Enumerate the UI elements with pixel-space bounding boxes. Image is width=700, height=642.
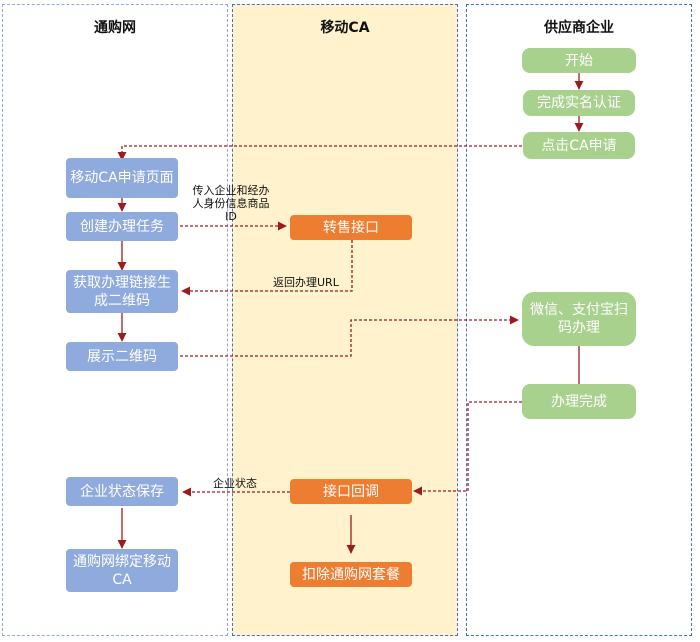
node-create-task: 创建办理任务 xyxy=(66,212,178,241)
node-save-status: 企业状态保存 xyxy=(66,477,178,506)
label-return-url: 返回办理URL xyxy=(273,276,339,289)
node-get-link: 获取办理链接生成二维码 xyxy=(66,270,178,313)
node-ca-page: 移动CA申请页面 xyxy=(66,158,178,198)
node-click-ca: 点击CA申请 xyxy=(523,132,635,159)
label-status: 企业状态 xyxy=(213,477,257,490)
label-pass-info: 传入企业和经办人身份信息商品ID xyxy=(192,184,270,223)
lane-title-supplier: 供应商企业 xyxy=(544,20,614,36)
node-scan: 微信、支付宝扫码办理 xyxy=(522,292,636,346)
lane-title-mobile-ca: 移动CA xyxy=(320,20,370,36)
lane-mobile-ca: 移动CA xyxy=(232,4,458,636)
node-start: 开始 xyxy=(522,48,636,73)
node-realname: 完成实名认证 xyxy=(523,90,635,116)
lane-tonggouwang: 通购网 xyxy=(2,4,228,636)
node-resale-api: 转售接口 xyxy=(290,215,412,240)
node-deduct: 扣除通购网套餐 xyxy=(290,562,412,587)
lane-title-tonggouwang: 通购网 xyxy=(94,20,136,36)
node-show-qr: 展示二维码 xyxy=(66,342,178,371)
node-done: 办理完成 xyxy=(522,384,636,419)
node-callback: 接口回调 xyxy=(290,479,412,504)
node-bind: 通购网绑定移动CA xyxy=(66,549,178,592)
